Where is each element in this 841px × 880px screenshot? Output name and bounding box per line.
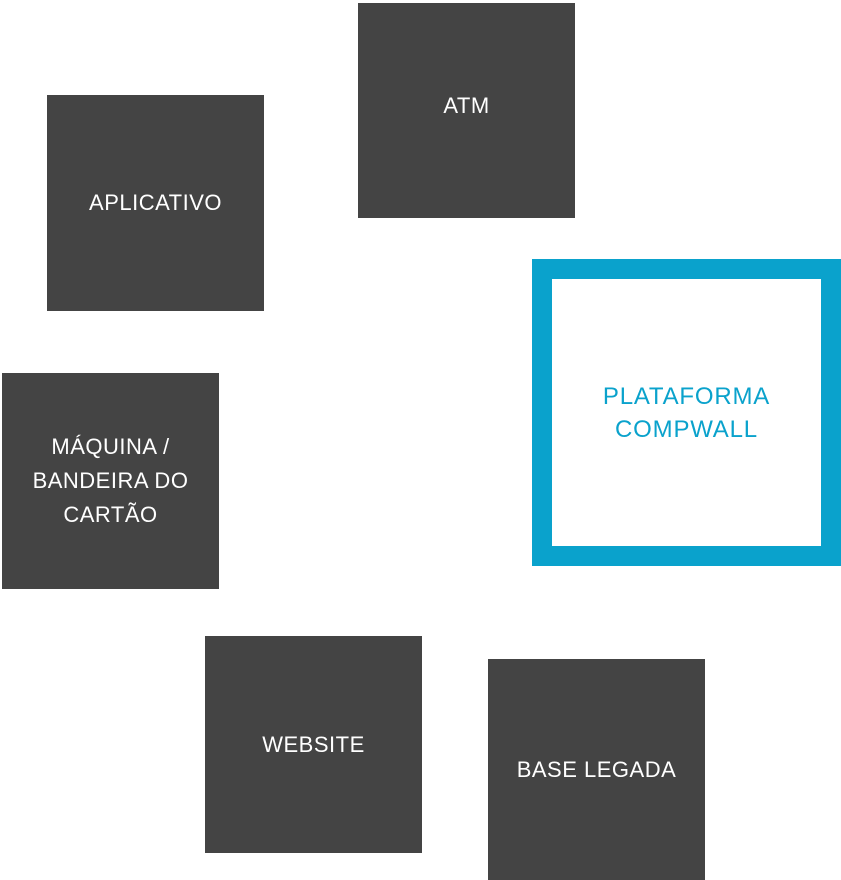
website-box: WEBSITE	[205, 636, 422, 853]
website-label: WEBSITE	[262, 731, 365, 757]
maquina-bandeira-box: MÁQUINA / BANDEIRA DO CARTÃO	[2, 373, 219, 589]
maquina-bandeira-label: MÁQUINA / BANDEIRA DO CARTÃO	[32, 434, 189, 527]
aplicativo-label: APLICATIVO	[89, 190, 222, 215]
base-legada-box: BASE LEGADA	[488, 659, 705, 880]
atm-label: ATM	[443, 92, 490, 118]
plataforma-compwall-label: PLATAFORMA COMPWALL	[602, 382, 771, 443]
atm-box: ATM	[358, 3, 575, 218]
aplicativo-box: APLICATIVO	[47, 95, 264, 311]
plataforma-compwall-box: PLATAFORMA COMPWALL	[532, 259, 841, 566]
base-legada-label: BASE LEGADA	[516, 756, 677, 782]
